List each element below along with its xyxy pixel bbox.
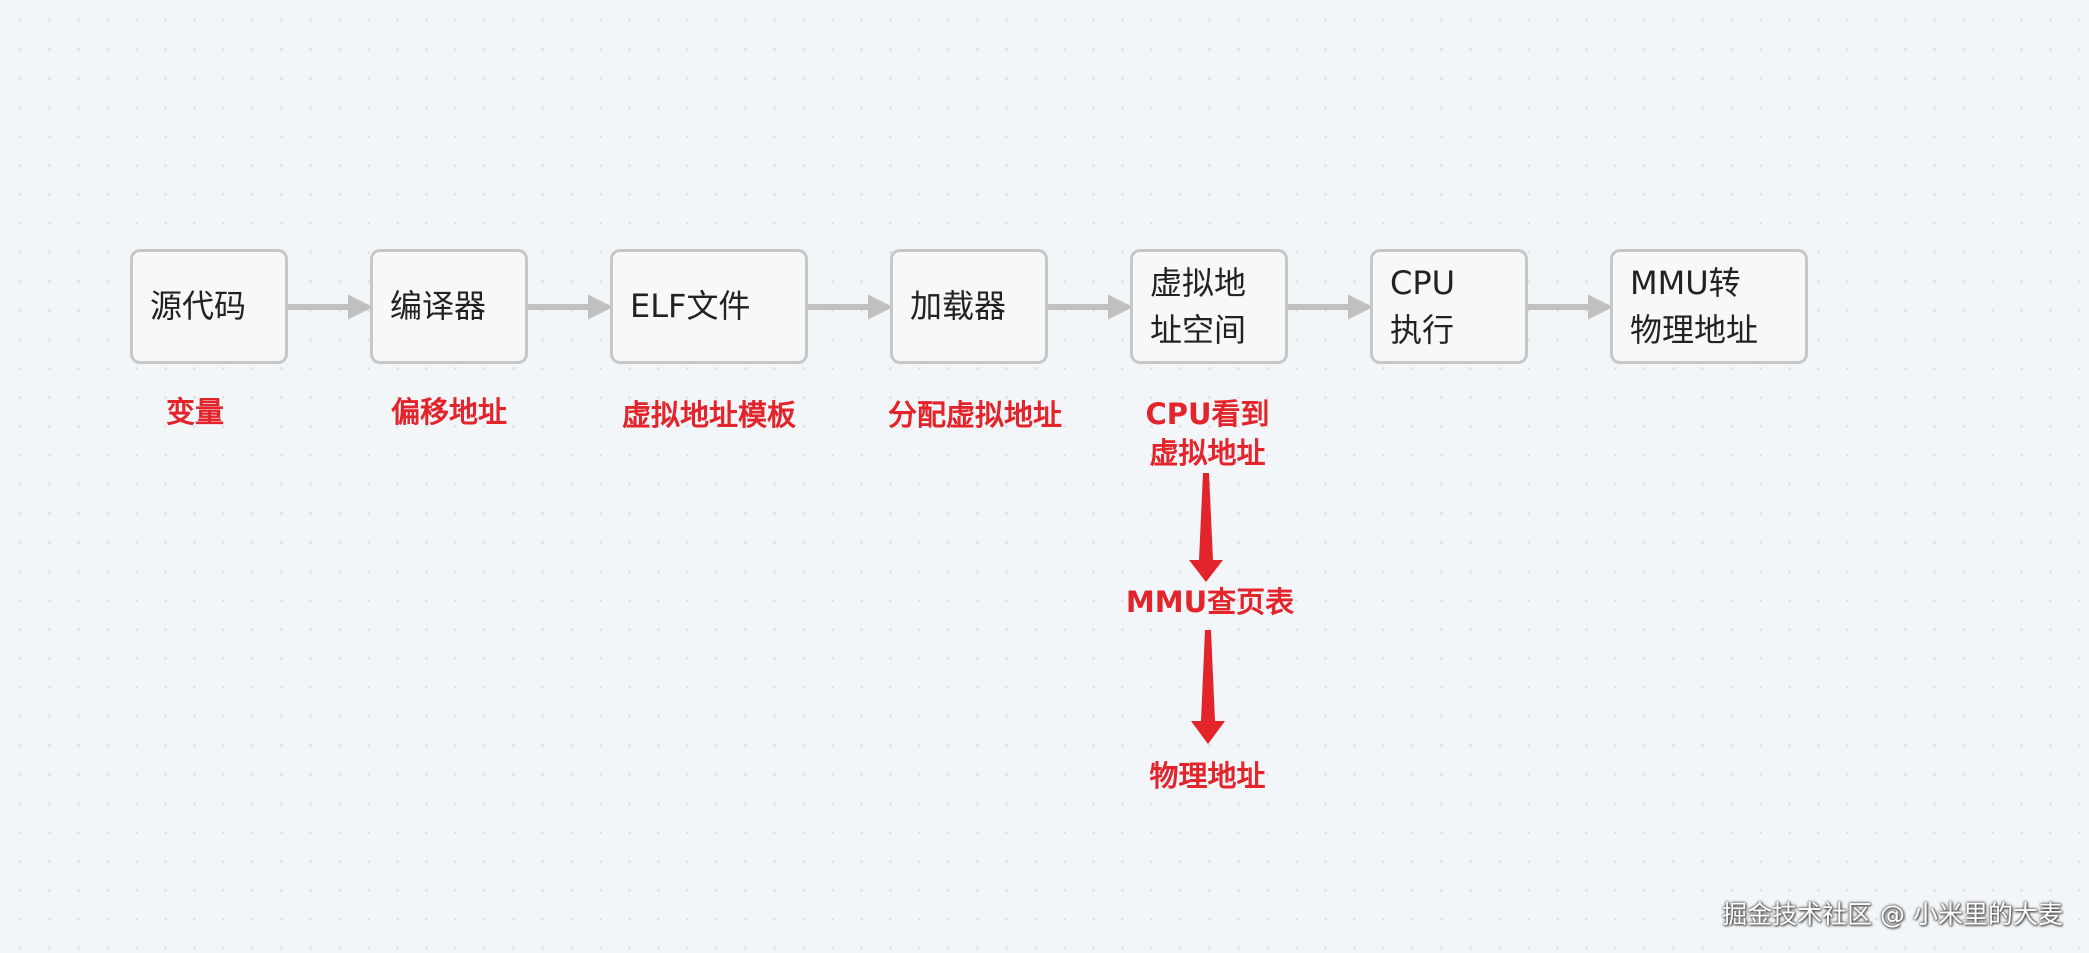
sub-step-physical-address: 物理地址 bbox=[1149, 759, 1266, 793]
arrow-mmu-lookup-to-physical bbox=[1191, 630, 1225, 744]
note-cpu-sees-virtual-address: CPU看到 虚拟地址 bbox=[1145, 397, 1270, 470]
step-source-code-box: 源代码 bbox=[130, 249, 288, 364]
note-variable: 变量 bbox=[165, 395, 224, 429]
step-elf-file-label: ELF文件 bbox=[630, 287, 751, 325]
sub-step-mmu-page-table: MMU查页表 bbox=[1125, 585, 1295, 619]
note-offset-address: 偏移地址 bbox=[390, 395, 507, 429]
step-elf-file-box: ELF文件 bbox=[610, 249, 808, 364]
step-cpu-exec-box: CPU 执行 bbox=[1370, 249, 1528, 364]
note-virtual-address-template: 虚拟地址模板 bbox=[621, 398, 796, 432]
step-compiler-box: 编译器 bbox=[370, 249, 528, 364]
arrow-cpu-sees-to-mmu-lookup bbox=[1189, 473, 1223, 582]
step-cpu-exec-label: CPU 执行 bbox=[1390, 263, 1456, 349]
step-loader-label: 加载器 bbox=[910, 287, 1007, 325]
step-virtual-address-space-box: 虚拟地 址空间 bbox=[1130, 249, 1288, 364]
step-compiler-label: 编译器 bbox=[390, 287, 487, 325]
watermark-text: 掘金技术社区 @ 小米里的大麦 bbox=[1722, 900, 2063, 929]
note-assign-virtual-address: 分配虚拟地址 bbox=[887, 398, 1062, 432]
step-mmu-translate-box: MMU转 物理地址 bbox=[1610, 249, 1808, 364]
step-mmu-translate-label: MMU转 物理地址 bbox=[1630, 263, 1759, 349]
step-virtual-address-space-label: 虚拟地 址空间 bbox=[1150, 263, 1247, 349]
step-loader-box: 加载器 bbox=[890, 249, 1048, 364]
step-source-code-label: 源代码 bbox=[150, 287, 247, 325]
